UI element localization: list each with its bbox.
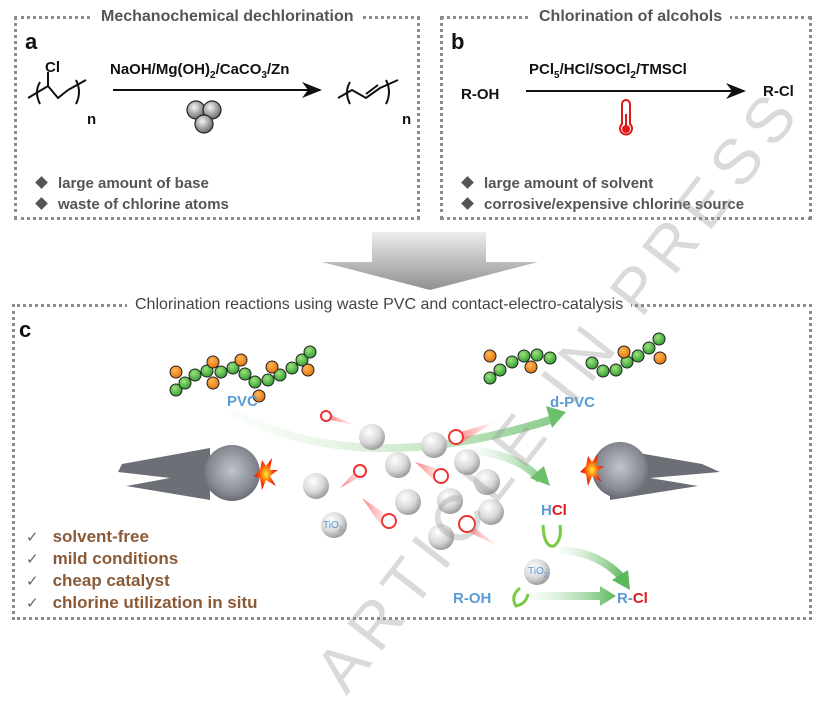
- benefit-item: ✓chlorine utilization in situ: [26, 593, 258, 612]
- tio2-label: TiO2: [323, 520, 343, 533]
- panel-b-bullet: corrosive/expensive chlorine source: [461, 196, 744, 213]
- right-milling-ball: [580, 442, 720, 500]
- panel-a-letter: a: [25, 29, 38, 54]
- panel-a-title: Mechanochemical dechlorination: [93, 8, 362, 26]
- roh-to-rcl-arrow: [530, 586, 616, 606]
- panel-a-reagents: NaOH/Mg(OH)2/CaCO3/Zn: [110, 61, 290, 81]
- impact-spark-icon: [254, 458, 278, 490]
- tio2-particles: [303, 424, 550, 585]
- roh-label: R-OH: [453, 590, 492, 607]
- pvc-structure: [27, 72, 87, 105]
- panel-a-bullet: waste of chlorine atoms: [35, 196, 229, 213]
- impact-spark-icon: [580, 454, 604, 486]
- benefit-item: ✓mild conditions: [26, 549, 179, 568]
- rcl-label: R-Cl: [617, 590, 648, 607]
- check-icon: ✓: [26, 529, 39, 546]
- benefit-item: ✓cheap catalyst: [26, 571, 170, 590]
- panel-b: Chlorination of alcohols b PCl5/HCl/SOCl…: [440, 8, 812, 220]
- check-icon: ✓: [26, 551, 39, 568]
- n-subscript-left: n: [87, 111, 97, 128]
- tio2-catalyst-label: TiO2: [528, 566, 548, 579]
- panel-a: Mechanochemical dechlorination a Cl n Na…: [14, 8, 420, 220]
- polyene-structure: [337, 79, 399, 105]
- panel-b-title: Chlorination of alcohols: [531, 8, 731, 26]
- panel-c: Chlorination reactions using waste PVC a…: [12, 296, 812, 620]
- dpvc-label: d-PVC: [550, 394, 595, 411]
- electron-transfer-cones: [320, 410, 498, 546]
- panel-b-reagents: PCl5/HCl/SOCl2/TMSCl: [529, 61, 687, 81]
- pvc-chain-icon: [169, 345, 317, 403]
- check-icon: ✓: [26, 573, 39, 590]
- panel-c-title: Chlorination reactions using waste PVC a…: [127, 296, 632, 314]
- transition-arrow: [322, 232, 538, 290]
- benefit-item: ✓solvent-free: [26, 527, 149, 546]
- thermometer-icon: [619, 99, 633, 136]
- ball-mill-icon: [186, 100, 222, 134]
- chloride-product: R-Cl: [763, 83, 794, 100]
- hcl-label: HCl: [541, 502, 567, 519]
- panel-a-bullet: large amount of base: [35, 175, 209, 192]
- panel-c-letter: c: [19, 317, 32, 342]
- check-icon: ✓: [26, 595, 39, 612]
- pvc-to-dpvc-arrow: [230, 408, 552, 453]
- panel-b-bullet: large amount of solvent: [461, 175, 653, 192]
- left-milling-ball: [118, 445, 278, 501]
- chlorine-label: Cl: [45, 59, 60, 76]
- rcl-arrowhead-1: [612, 570, 630, 590]
- hcl-to-rcl-arrow: [559, 546, 628, 583]
- diagram-graphics: [27, 72, 746, 608]
- dpvc-arrowhead: [546, 406, 566, 428]
- alcohol-reactant: R-OH: [461, 86, 500, 103]
- hcl-arrowhead: [530, 466, 550, 486]
- pvc-label: PVC: [227, 393, 258, 410]
- catalytic-loop-icon: [512, 524, 562, 608]
- panel-b-letter: b: [451, 29, 465, 54]
- n-subscript-right: n: [402, 111, 412, 128]
- dpvc-chain-icon: [483, 332, 667, 385]
